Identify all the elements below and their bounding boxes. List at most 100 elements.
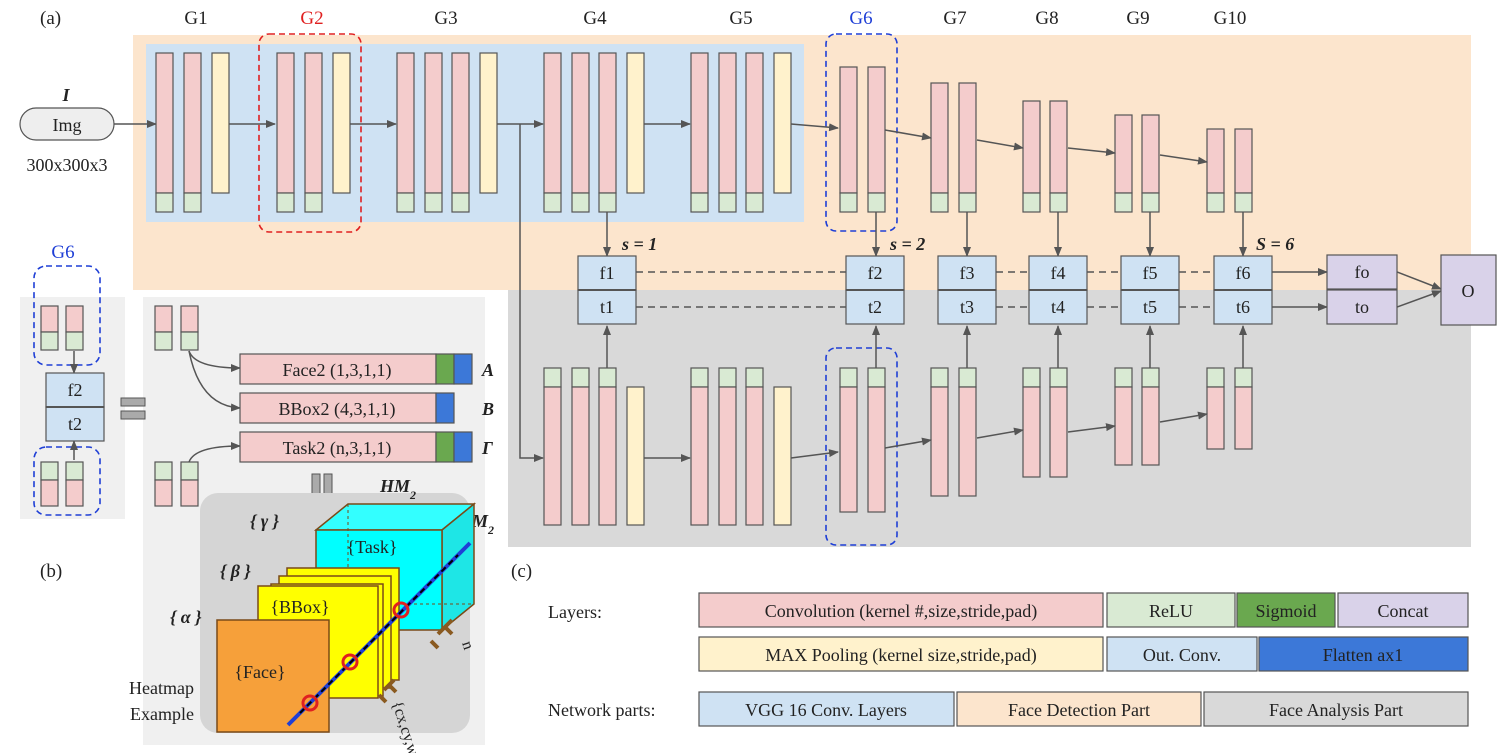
relu-layer [1022, 192, 1041, 213]
conv-layer [690, 52, 709, 194]
head-face2-label: Face2 (1,3,1,1) [283, 360, 392, 381]
input-symbol: I [61, 85, 70, 105]
head-face2-symbol: A [481, 360, 494, 380]
group-label-g5: G5 [729, 8, 752, 29]
scale-label-s1: s = 1 [621, 234, 657, 254]
conv-layer [276, 52, 295, 194]
pool-layer [626, 52, 645, 194]
conv-layer [154, 305, 173, 333]
relu-layer [598, 367, 617, 388]
relu-layer [1206, 367, 1225, 388]
task-dim-bracket [429, 618, 454, 650]
relu-layer [718, 192, 737, 213]
conv-layer [571, 386, 590, 526]
panel-b-layers [40, 305, 84, 507]
conv-layer [571, 52, 590, 194]
conv-layer [718, 52, 737, 194]
out-label-f6: f6 [1236, 263, 1251, 283]
relu-layer [40, 461, 59, 481]
relu-layer [930, 192, 949, 213]
conv-layer [183, 52, 202, 194]
out-label-t1: t1 [600, 297, 614, 317]
legend-convolution [698, 592, 1104, 628]
pool-layer [332, 52, 351, 194]
relu-layer [571, 192, 590, 213]
conv-layer [65, 479, 84, 507]
conv-layer [1206, 128, 1225, 194]
concat-to [1326, 289, 1398, 325]
out-conv-f3t3: f3 t3 [937, 255, 997, 325]
relu-layer [839, 192, 858, 213]
layers-title: Layers: [548, 602, 602, 622]
legend-detection [956, 691, 1202, 727]
legend-relu-label: ReLU [1149, 601, 1193, 621]
conv-layer [40, 305, 59, 333]
relu-layer [745, 367, 764, 388]
legend-maxpool [698, 636, 1104, 672]
out-label-t2: t2 [868, 297, 882, 317]
pool-layer [773, 386, 792, 526]
relu-layer [598, 192, 617, 213]
head-face2: Face2 (1,3,1,1) A [239, 353, 494, 385]
panel-c-label: (c) [511, 561, 532, 582]
conv-layer [745, 52, 764, 194]
conv-layer [718, 386, 737, 526]
g6-detail-top-box [33, 265, 101, 366]
relu-layer [958, 192, 977, 213]
pool-layer [479, 52, 498, 194]
legend-convolution-label: Convolution (kernel #,size,stride,pad) [765, 601, 1037, 622]
set-beta: { β } [220, 561, 251, 581]
conv-layer [543, 386, 562, 526]
group-label-g10: G10 [1214, 8, 1247, 29]
conv-layer [155, 52, 174, 194]
conv-layer [598, 52, 617, 194]
head-bbox2-label: BBox2 (4,3,1,1) [279, 399, 396, 420]
face-map: {Face} [216, 619, 330, 733]
out-label-f3: f3 [960, 263, 975, 283]
conv-layer [598, 386, 617, 526]
g2-highlight [258, 33, 362, 233]
group-label-g3: G3 [434, 8, 457, 29]
relu-layer [1114, 367, 1133, 388]
g6-detail-bottom-box [33, 446, 101, 516]
conv-layer [1022, 100, 1041, 194]
conv-layer [180, 479, 199, 507]
conv-layer [1206, 386, 1225, 450]
out-conv-f5t5: f5 t5 [1120, 255, 1180, 325]
relu-layer [690, 192, 709, 213]
out-label-t5: t5 [1143, 297, 1157, 317]
group-label-g7: G7 [943, 8, 966, 29]
detail-label-t2: t2 [68, 414, 82, 434]
task-map-label: {Task} [346, 537, 397, 557]
panel-b: G6 f2 t2 Face2 (1,3,1,1) A BBox2 (4,3,1 [20, 242, 494, 753]
relu-layer [867, 367, 886, 388]
g6-detail-label: G6 [51, 242, 74, 263]
panel-a-label: (a) [40, 8, 61, 29]
legend-vgg-label: VGG 16 Conv. Layers [745, 700, 907, 720]
heatmap-caption-2: Example [130, 704, 194, 724]
input-name: Img [53, 115, 82, 135]
conv-layer [839, 66, 858, 194]
relu-layer [40, 331, 59, 351]
input-size: 300x300x3 [27, 155, 108, 175]
bottom-flow-arrows [644, 411, 1208, 462]
bbox-dim-bracket [377, 678, 398, 704]
arrow-fo-o [1396, 271, 1442, 290]
out-label-f4: f4 [1051, 263, 1066, 283]
legend-relu [1106, 592, 1236, 628]
detail-label-f2: f2 [68, 380, 83, 400]
conv-layer [451, 52, 470, 194]
head-bbox2: BBox2 (4,3,1,1) B [239, 392, 494, 424]
panel-c: (c) Layers: Network parts: Convolution (… [511, 561, 1469, 727]
relu-layer [930, 367, 949, 388]
relu-layer [1234, 192, 1253, 213]
concat-fo-label: fo [1355, 262, 1370, 282]
group-label-g4: G4 [583, 8, 607, 29]
concat-fo [1326, 254, 1398, 290]
relu-layer [1206, 192, 1225, 213]
vertical-arrows [603, 212, 1247, 368]
scale-label-s6: S = 6 [1256, 234, 1294, 254]
point-task [392, 601, 410, 619]
face-analysis-region [508, 290, 1471, 547]
legend-outconv-label: Out. Conv. [1143, 645, 1221, 665]
